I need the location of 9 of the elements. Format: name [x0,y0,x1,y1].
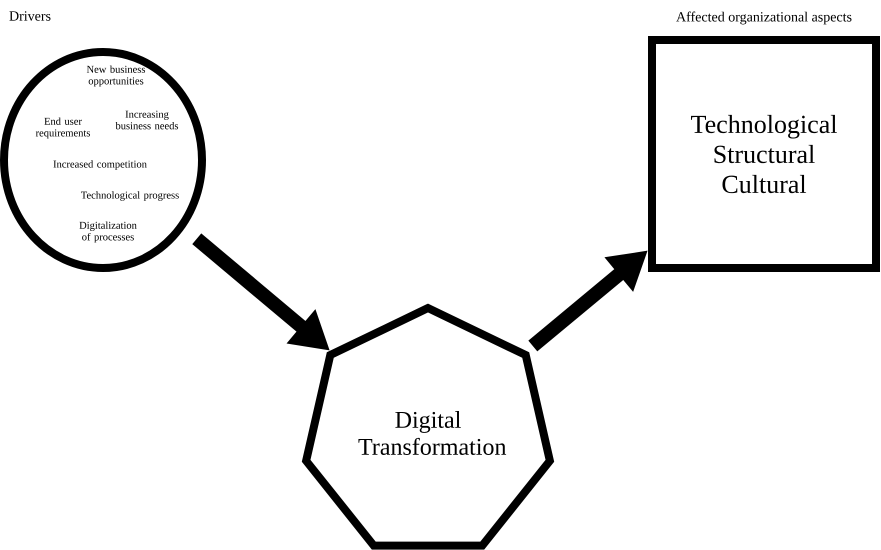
driver-text: New business opportunities [86,65,146,87]
driver-text: Increased competition [53,160,147,170]
driver-text: Technological progress [81,191,179,201]
heading: Drivers [9,11,50,21]
driver-text: Digitalization of processes [79,221,137,243]
heading: Affected organizational aspects [676,12,852,24]
driver-text: Increasing business needs [116,110,178,130]
driver-text: End user requirements [36,117,90,139]
aspects-box: Technological Structural Cultural [648,36,880,272]
